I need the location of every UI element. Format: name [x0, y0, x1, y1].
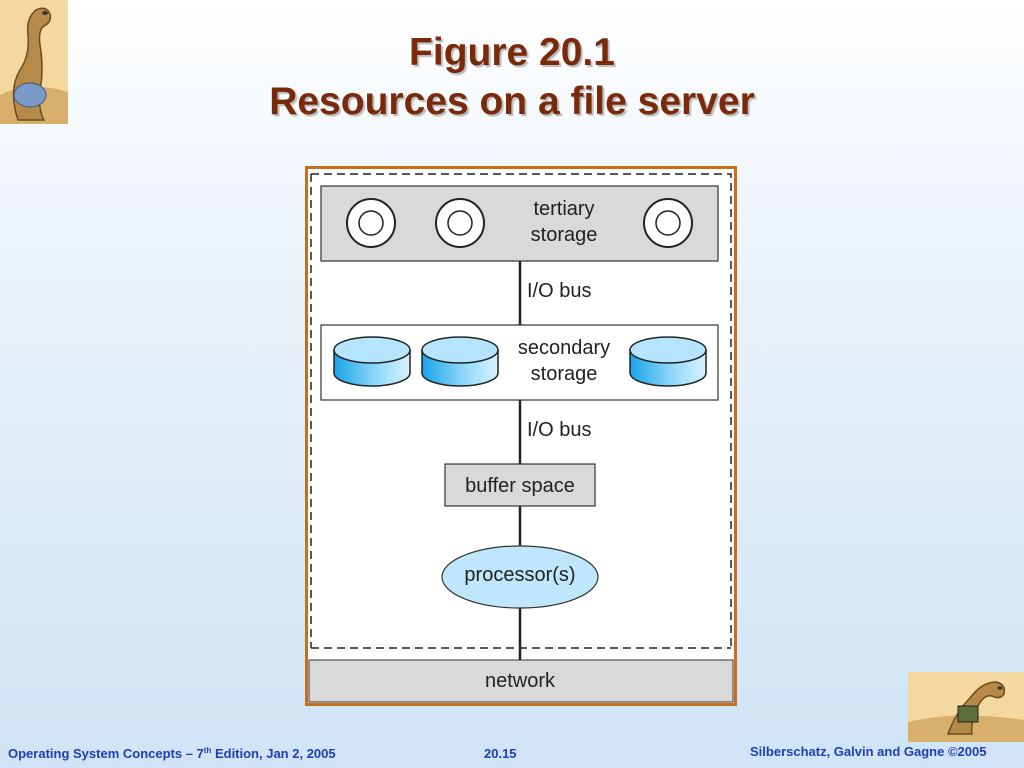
io-bus-label-1: I/O bus: [527, 280, 592, 302]
tertiary-label-1: tertiary: [533, 198, 595, 220]
network-label: network: [484, 670, 556, 692]
tape-disc-1: [346, 198, 396, 248]
dinosaur-logo-top: [0, 0, 68, 124]
footer-course: Operating System Concepts – 7th Edition,…: [8, 746, 336, 761]
secondary-label-2: storage: [530, 363, 598, 385]
io-bus-label-2: I/O bus: [527, 419, 592, 441]
processor-label: processor(s): [464, 564, 576, 586]
disk-1: [333, 336, 411, 387]
buffer-space-box: [444, 463, 596, 507]
file-server-diagram: tertiary storage I/O bus secondary stora…: [305, 166, 737, 706]
tape-disc-3: [643, 198, 693, 248]
dinosaur-logo-bottom: [908, 672, 1024, 742]
disk-2: [421, 336, 499, 387]
processor-ellipse: [441, 545, 599, 609]
tertiary-label-2: storage: [530, 224, 598, 246]
buffer-space-label: buffer space: [465, 475, 575, 497]
footer-page-number: 20.15: [484, 746, 517, 761]
disk-3: [629, 336, 707, 387]
secondary-label-1: secondary: [517, 337, 611, 359]
title-line-2: Resources on a file server: [269, 80, 755, 123]
network-bar: [308, 659, 734, 703]
footer-copyright: Silberschatz, Galvin and Gagne ©2005: [750, 744, 987, 759]
tape-disc-2: [435, 198, 485, 248]
slide-title: Figure 20.1 Resources on a file server: [0, 28, 1024, 126]
title-line-1: Figure 20.1: [409, 31, 615, 74]
